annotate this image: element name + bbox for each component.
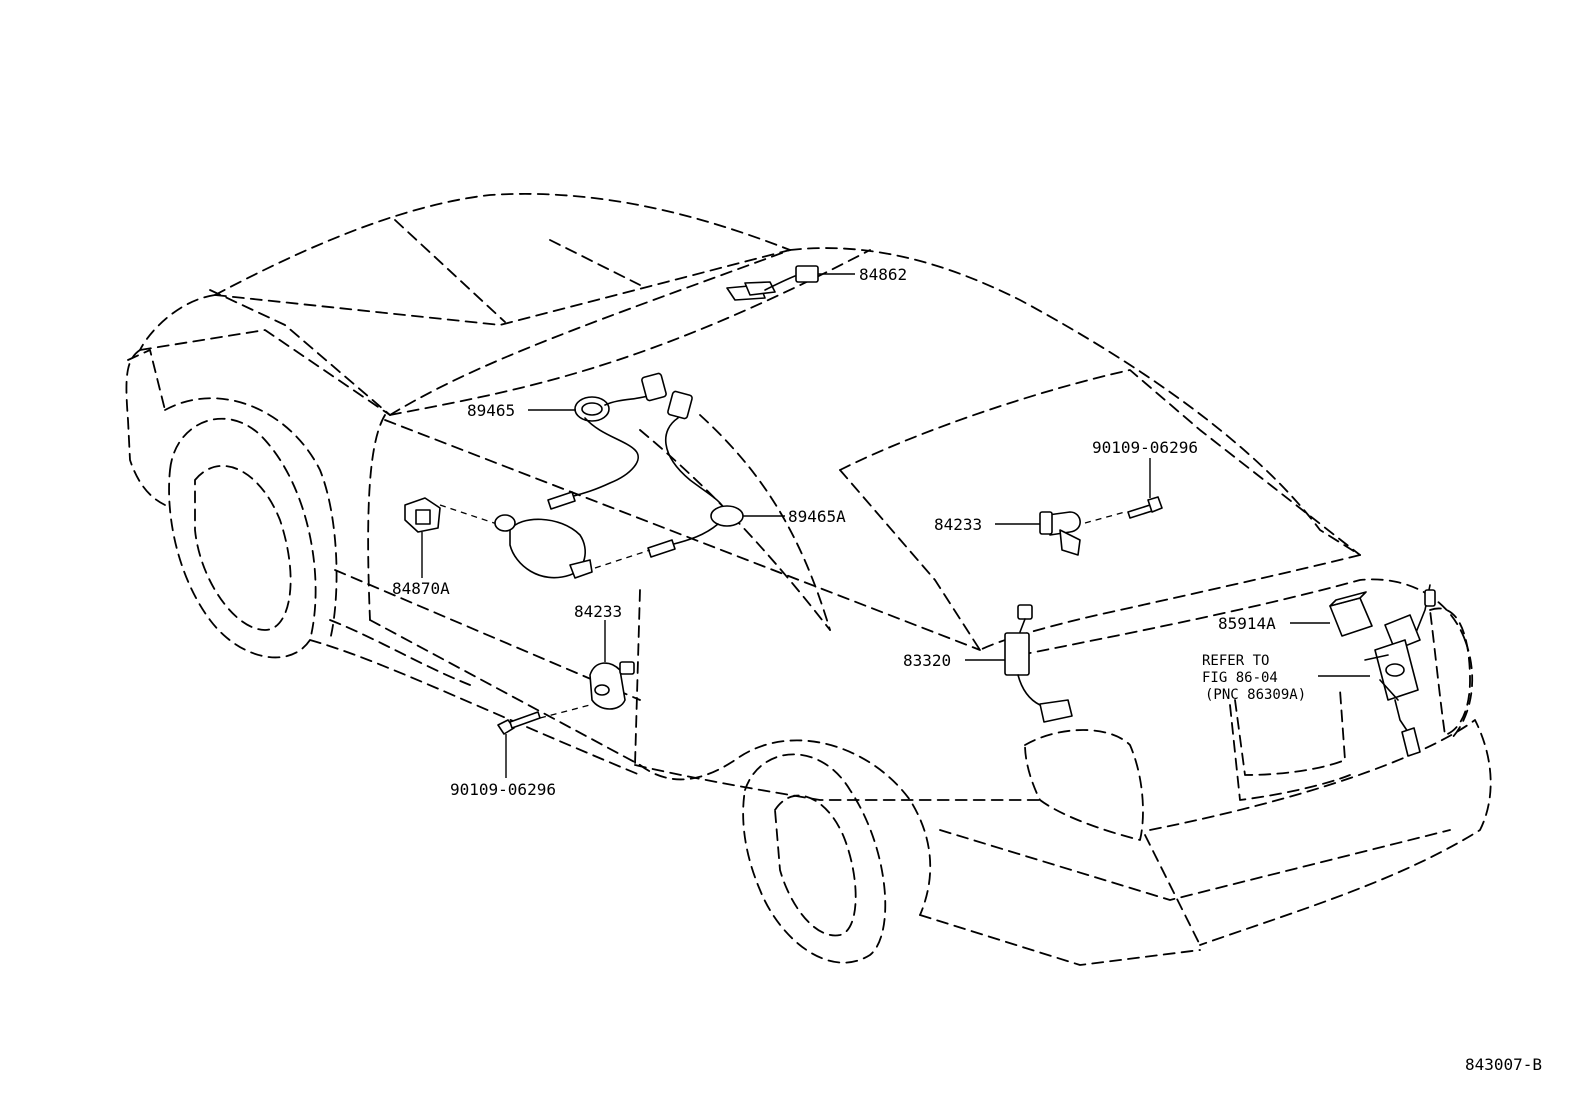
reference-note-line3: (PNC 86309A) [1205, 687, 1306, 703]
label-89465A: 89465A [788, 507, 846, 526]
reference-note-line1: REFER TO [1202, 653, 1269, 669]
diagram-id: 843007-B [1465, 1055, 1542, 1074]
label-84870A: 84870A [392, 579, 450, 598]
label-84233-right: 84233 [934, 515, 982, 534]
label-85914A: 85914A [1218, 614, 1276, 633]
exhaust-catalyst [439, 504, 651, 579]
label-84862: 84862 [859, 265, 907, 284]
part-90109-06296-left-bolt [497, 711, 541, 778]
part-84870A [404, 497, 441, 578]
label-90109-06296-right: 90109-06296 [1092, 438, 1198, 457]
part-83320 [965, 604, 1073, 723]
label-89465: 89465 [467, 401, 515, 420]
label-83320: 83320 [903, 651, 951, 670]
part-90109-06296-right-bolt [1127, 458, 1163, 519]
part-84862 [726, 265, 855, 301]
part-89465A-sensor [647, 390, 785, 558]
label-84233-left: 84233 [574, 602, 622, 621]
part-89465-sensor [528, 372, 667, 510]
part-84233-right [995, 511, 1126, 556]
part-85914A [1290, 591, 1373, 637]
part-84233-left [539, 620, 635, 719]
label-90109-06296-left: 90109-06296 [450, 780, 556, 799]
trunk-closer-assembly [1318, 584, 1436, 757]
car-body-outline [125, 192, 1492, 966]
part-labels: 84862 89465 89465A 84870A 84233 90109-06… [392, 265, 1542, 1074]
reference-note-line2: FIG 86-04 [1202, 670, 1278, 686]
